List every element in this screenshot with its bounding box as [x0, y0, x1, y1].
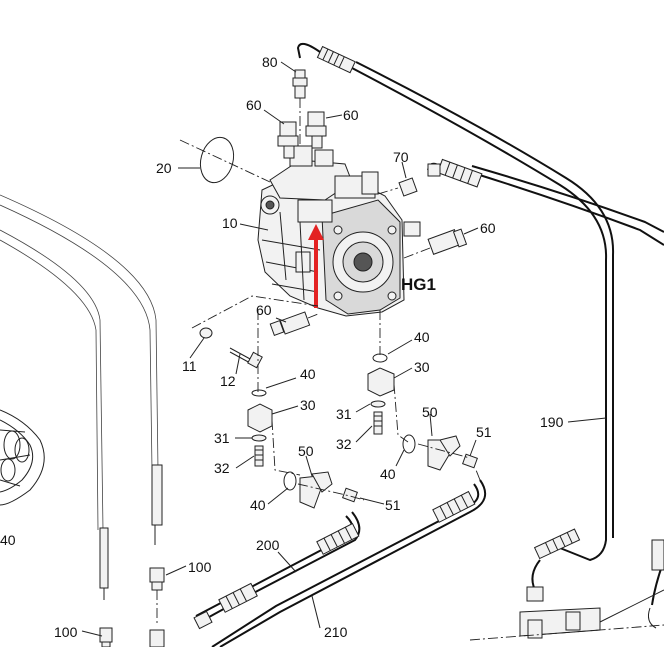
callout-31-b: 31 [336, 406, 352, 422]
callout-60-c: 60 [480, 220, 496, 236]
pump-hg1 [257, 145, 421, 317]
callout-10: 10 [222, 215, 238, 231]
hose-210 [211, 469, 487, 647]
callout-100-b: 100 [54, 624, 78, 640]
callout-60-d: 60 [256, 302, 272, 318]
callout-labels: 80 60 60 20 70 10 60 60 HG1 11 12 40 30 … [0, 54, 564, 640]
callout-60-b: 60 [343, 107, 359, 123]
fitting-60-right-side [403, 228, 468, 259]
fitting-100-upper [149, 567, 165, 647]
callout-51-b: 51 [385, 497, 401, 513]
bolt-12 [191, 295, 319, 369]
callout-30-a: 30 [300, 397, 316, 413]
callout-32-a: 32 [214, 460, 230, 476]
fitting-100-lower [99, 627, 113, 647]
fitting-60-right [305, 111, 327, 149]
bottom-right-rail [469, 589, 664, 641]
callout-40-b: 40 [414, 329, 430, 345]
callout-70: 70 [393, 149, 409, 165]
callout-40-c: 40 [380, 466, 396, 482]
callout-hg1: HG1 [401, 275, 436, 294]
hose-right-bottom [648, 539, 664, 629]
callout-60-a: 60 [246, 97, 262, 113]
left-cables [0, 194, 163, 600]
callout-80: 80 [262, 54, 278, 70]
callout-40-a: 40 [300, 366, 316, 382]
fitting-60-left [277, 121, 299, 159]
block-group-right [367, 310, 409, 443]
callout-11: 11 [182, 358, 197, 374]
callout-50-b: 50 [298, 443, 314, 459]
fitting-60-bottom [269, 311, 319, 336]
hose-200 [193, 511, 361, 630]
block-group-left [247, 310, 301, 476]
callout-31-a: 31 [214, 430, 230, 446]
hose-190 [296, 42, 615, 602]
callout-32-b: 32 [336, 436, 352, 452]
callout-210: 210 [324, 624, 348, 640]
fitting-80 [292, 69, 308, 146]
callout-20: 20 [156, 160, 172, 176]
fitting-70 [377, 177, 418, 197]
left-assembly [0, 409, 45, 506]
callout-12: 12 [220, 373, 236, 389]
leader-lines [81, 61, 607, 637]
callout-51-a: 51 [476, 424, 492, 440]
callout-40-d: 40 [250, 497, 266, 513]
callout-30-b: 30 [414, 359, 430, 375]
hose-right-upper [427, 158, 664, 246]
clamp-50-right [402, 434, 478, 471]
clamp-50-left [283, 471, 365, 509]
oring-20 [179, 136, 271, 184]
callout-200: 200 [256, 537, 280, 553]
callout-100-a: 100 [188, 559, 212, 575]
callout-50-a: 50 [422, 404, 438, 420]
callout-40-e: 40 [0, 532, 16, 548]
callout-190: 190 [540, 414, 564, 430]
